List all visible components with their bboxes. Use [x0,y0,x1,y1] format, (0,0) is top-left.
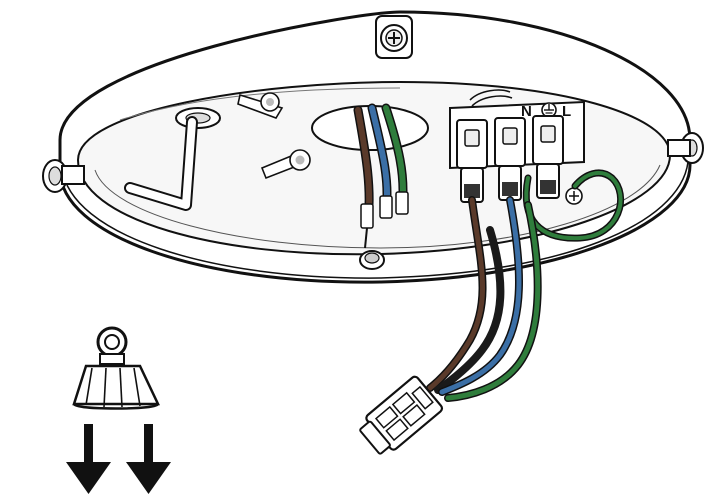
terminal-label-l: L [562,103,571,120]
terminal-neutral [456,119,488,203]
down-arrow-icon [126,424,171,494]
canopy-cap-nut [72,326,160,410]
inner-screw-middle [260,149,311,180]
terminal-ground [494,117,526,201]
down-arrow-icon [66,424,111,494]
mounting-screw-bottom [359,250,385,270]
supply-wires [353,103,409,249]
mounting-screw-right [667,132,704,164]
hanging-hook [124,116,198,211]
inner-screw-upper [237,92,284,119]
mounting-screw-left [42,159,85,193]
lamp-cable-bundle [426,196,542,402]
wire-connector-plug [359,375,444,455]
inner-slot-right [469,89,513,107]
ground-screw [565,187,583,205]
terminal-live [532,115,564,199]
ceiling-canopy [58,10,692,284]
mounting-screw-top [375,15,413,59]
earth-ground-icon [541,102,557,118]
terminal-label-n: N [521,103,532,120]
